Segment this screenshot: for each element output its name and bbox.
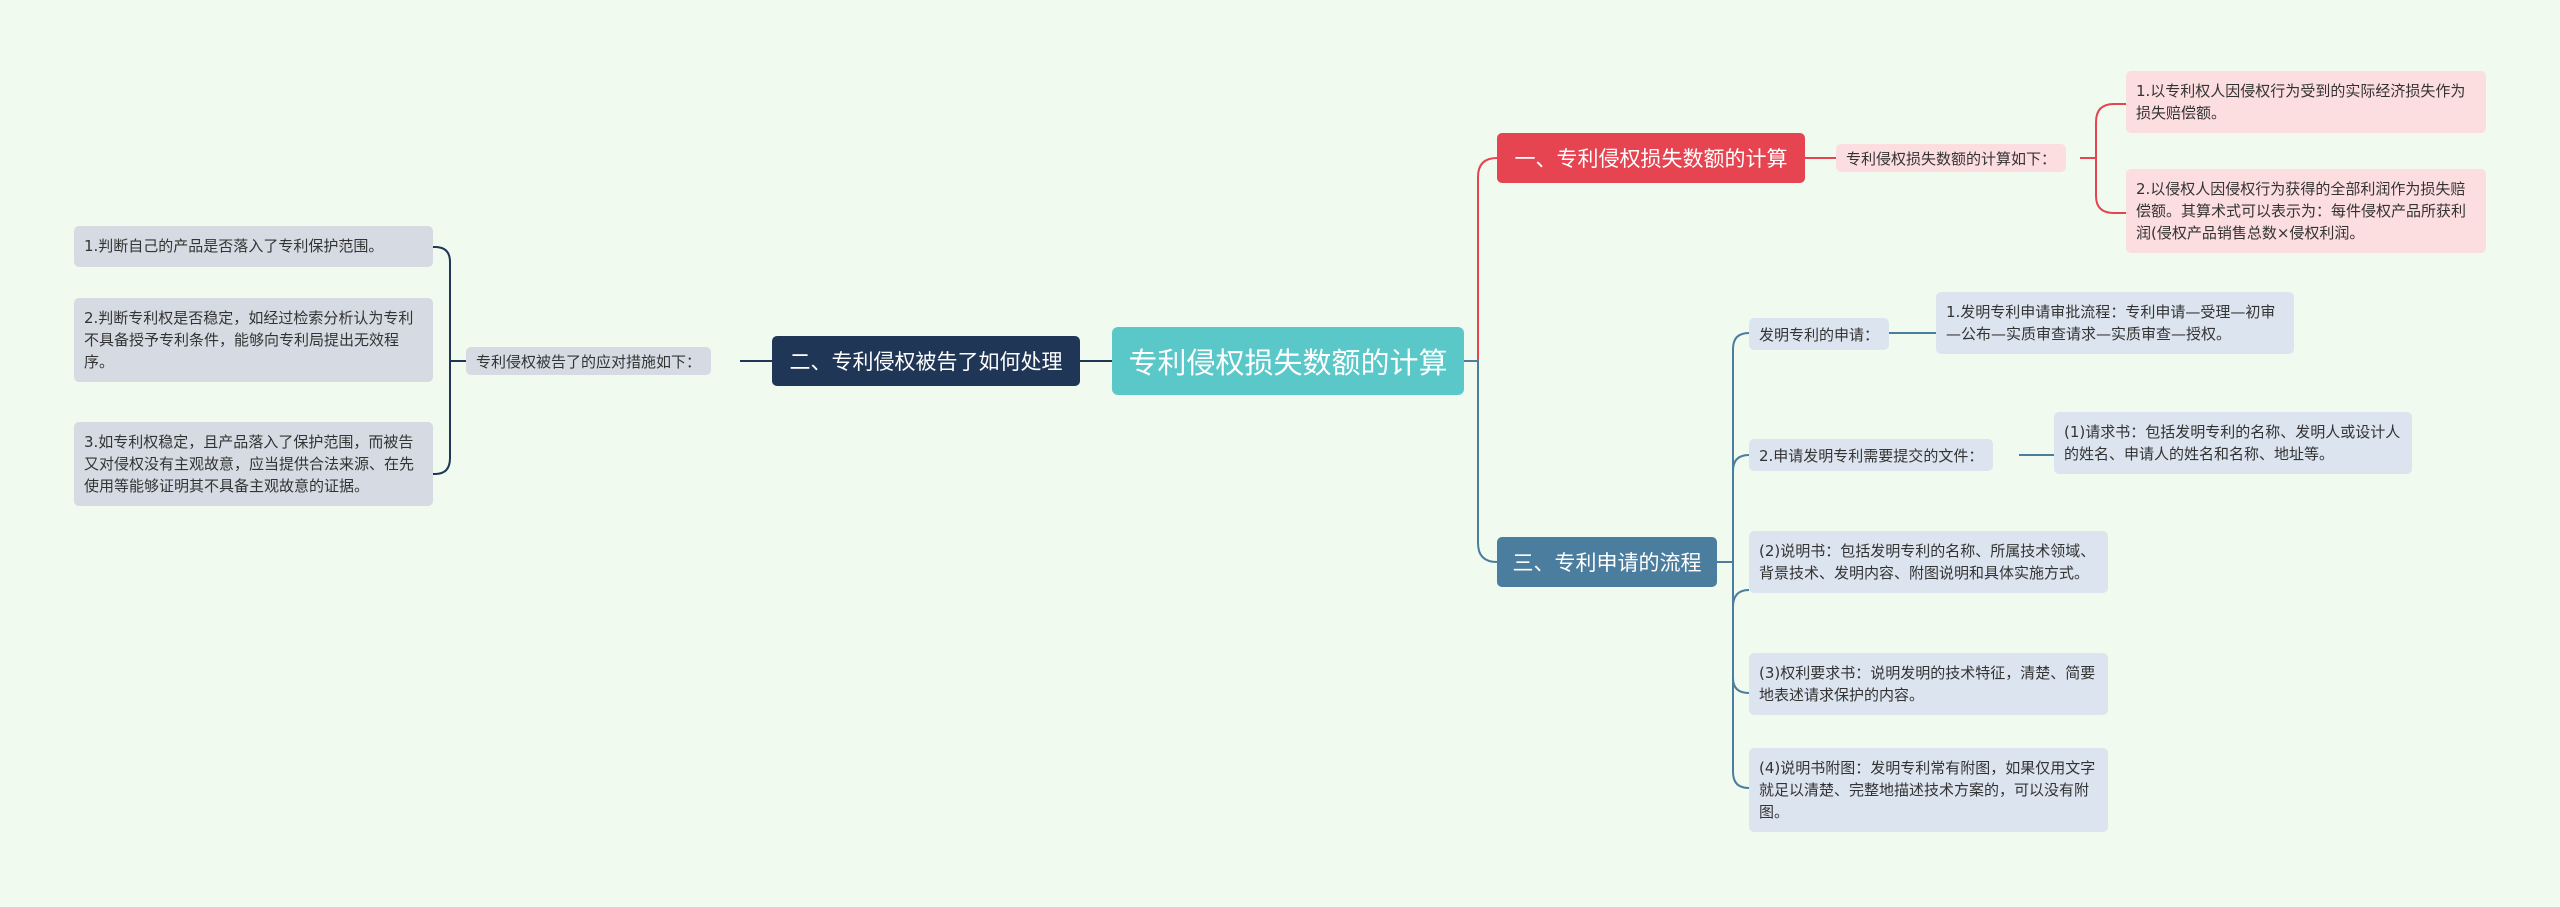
branch-2-leaf-2[interactable]: 2.判断专利权是否稳定，如经过检索分析认为专利不具备授予专利条件，能够向专利局提… (74, 298, 433, 382)
drawings-item[interactable]: (4)说明书附图：发明专利常有附图，如果仅用文字就足以清楚、完整地描述技术方案的… (1749, 748, 2108, 832)
specification-item[interactable]: (2)说明书：包括发明专利的名称、所属技术领域、背景技术、发明内容、附图说明和具… (1749, 531, 2108, 593)
branch-3-topic[interactable]: 三、专利申请的流程 (1497, 537, 1717, 587)
branch-1-leaf-2[interactable]: 2.以侵权人因侵权行为获得的全部利润作为损失赔偿额。其算术式可以表示为：每件侵权… (2126, 169, 2486, 253)
branch-2-subtopic[interactable]: 专利侵权被告了的应对措施如下： (466, 347, 712, 375)
link-root-branch3 (1464, 360, 1498, 563)
link-branch3-children (1717, 332, 1750, 789)
link-branch3-items (1732, 570, 1750, 694)
branch-1-leaf-1[interactable]: 1.以专利权人因侵权行为受到的实际经济损失作为损失赔偿额。 (2126, 71, 2486, 133)
branch-2-topic[interactable]: 二、专利侵权被告了如何处理 (772, 336, 1080, 386)
request-doc-leaf[interactable]: (1)请求书：包括发明专利的名称、发明人或设计人的姓名、申请人的姓名和名称、地址… (2054, 412, 2412, 474)
link-branch1-leaves (2080, 103, 2126, 214)
root-topic[interactable]: 专利侵权损失数额的计算 (1112, 327, 1464, 395)
branch-2-leaf-1[interactable]: 1.判断自己的产品是否落入了专利保护范围。 (74, 226, 433, 267)
docs-label[interactable]: 2.申请发明专利需要提交的文件： (1749, 439, 1994, 471)
claims-item[interactable]: (3)权利要求书：说明发明的技术特征，清楚、简要地表述请求保护的内容。 (1749, 653, 2108, 715)
branch-1-topic[interactable]: 一、专利侵权损失数额的计算 (1497, 133, 1805, 183)
link-root-branch1 (1464, 157, 1498, 362)
branch-2-leaf-3[interactable]: 3.如专利权稳定，且产品落入了保护范围，而被告又对侵权没有主观故意，应当提供合法… (74, 422, 433, 506)
link-branch2-leaves (433, 246, 466, 475)
apply-label[interactable]: 发明专利的申请： (1749, 318, 1890, 350)
branch-1-subtopic[interactable]: 专利侵权损失数额的计算如下： (1836, 144, 2067, 172)
apply-process-leaf[interactable]: 1.发明专利申请审批流程：专利申请—受理—初审—公布—实质审查请求—实质审查—授… (1936, 292, 2294, 354)
